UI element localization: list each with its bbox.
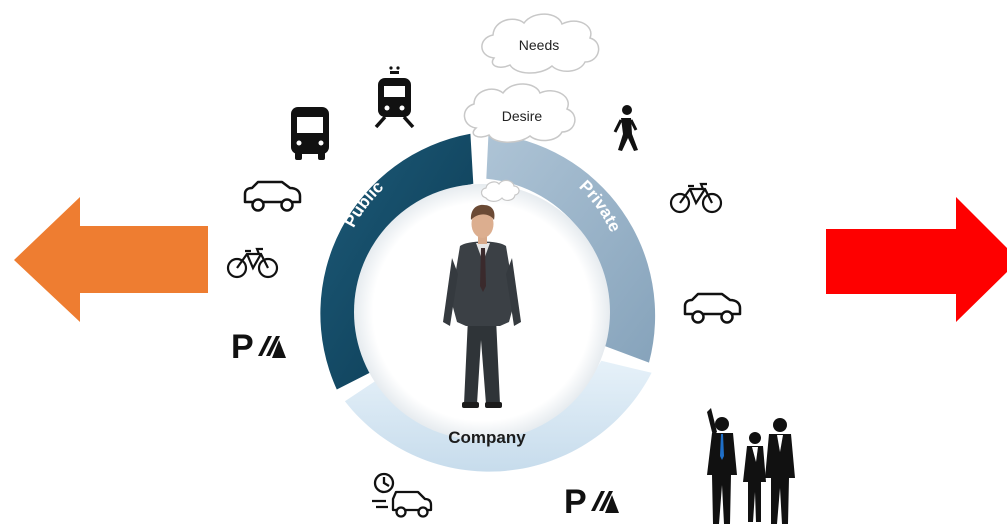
desire-text: Desire	[502, 108, 543, 124]
car-icon	[683, 292, 742, 324]
walking-person-icon	[613, 105, 638, 151]
parking-icon: P	[231, 328, 286, 366]
needs-cloud: Needs	[481, 13, 600, 74]
company-segment	[344, 360, 652, 472]
car-icon	[243, 180, 302, 212]
company-label: Company	[448, 428, 526, 447]
parking-icon: P	[564, 483, 619, 521]
private-segment	[486, 133, 656, 363]
train-icon	[374, 66, 415, 129]
bus-icon	[291, 107, 329, 160]
car-sharing-icon	[372, 472, 433, 518]
desire-cloud: Desire	[463, 83, 576, 143]
thought-bubble	[480, 179, 520, 202]
left-arrow	[14, 197, 208, 322]
svg-text:P: P	[564, 483, 587, 521]
svg-text:P: P	[231, 328, 254, 366]
businessman-figure	[443, 204, 521, 408]
needs-text: Needs	[519, 37, 559, 53]
bicycle-icon	[226, 247, 279, 279]
business-team-icon	[707, 408, 795, 524]
bicycle-icon	[669, 182, 723, 214]
right-arrow	[826, 197, 1007, 322]
